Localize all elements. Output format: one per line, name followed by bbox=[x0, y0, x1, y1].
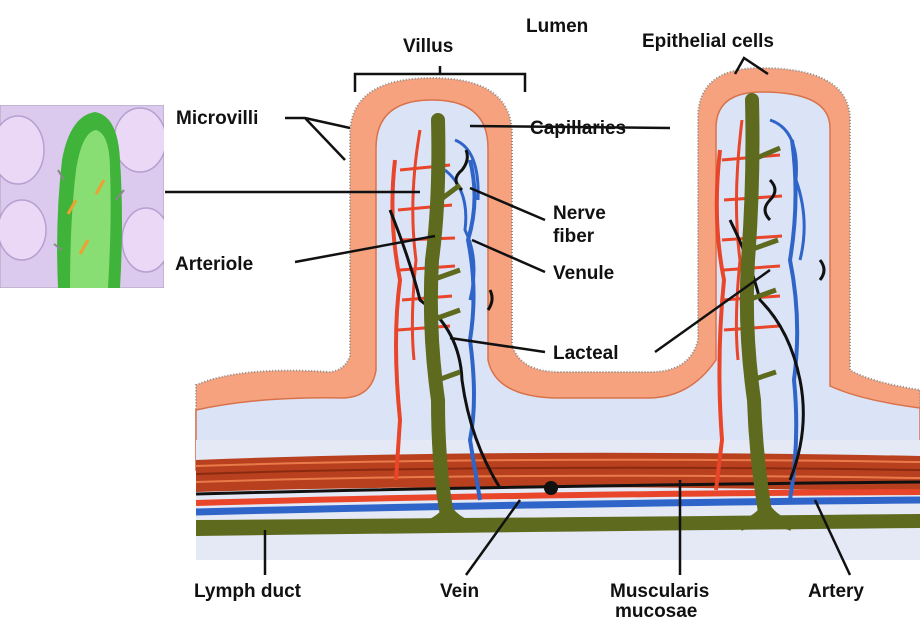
label-nerve-fiber-1: Nerve bbox=[553, 203, 606, 224]
tissue-body bbox=[195, 66, 920, 560]
inset-lacteal-cells bbox=[0, 105, 164, 288]
left-lacteal bbox=[423, 113, 455, 527]
label-villus: Villus bbox=[403, 36, 453, 57]
lamina-propria bbox=[195, 91, 920, 471]
villus-bracket bbox=[353, 66, 527, 92]
diagram-labels: Lumen Villus Epithelial cells Microvilli… bbox=[175, 16, 864, 622]
label-capillaries: Capillaries bbox=[530, 118, 626, 139]
label-microvilli: Microvilli bbox=[176, 108, 258, 129]
label-nerve-fiber-2: fiber bbox=[553, 226, 595, 247]
vein bbox=[195, 496, 920, 516]
label-muscularis-2: mucosae bbox=[615, 601, 697, 622]
label-lymph-duct: Lymph duct bbox=[194, 581, 302, 602]
label-venule: Venule bbox=[553, 263, 614, 284]
label-lumen: Lumen bbox=[526, 16, 588, 37]
label-artery: Artery bbox=[808, 581, 864, 602]
leader-lines bbox=[165, 56, 852, 576]
artery bbox=[195, 489, 920, 506]
label-lacteal: Lacteal bbox=[553, 343, 618, 364]
label-arteriole: Arteriole bbox=[175, 254, 253, 275]
nerve-ganglion bbox=[544, 481, 558, 495]
muscularis-mucosae-band bbox=[195, 452, 920, 492]
right-lacteal bbox=[739, 93, 773, 525]
label-vein: Vein bbox=[440, 581, 479, 602]
label-epithelial-cells: Epithelial cells bbox=[642, 31, 774, 52]
right-villus-vessels bbox=[714, 93, 826, 525]
label-muscularis-1: Muscularis bbox=[610, 581, 709, 602]
nerve-base bbox=[195, 480, 920, 496]
lymph-duct bbox=[196, 514, 920, 536]
